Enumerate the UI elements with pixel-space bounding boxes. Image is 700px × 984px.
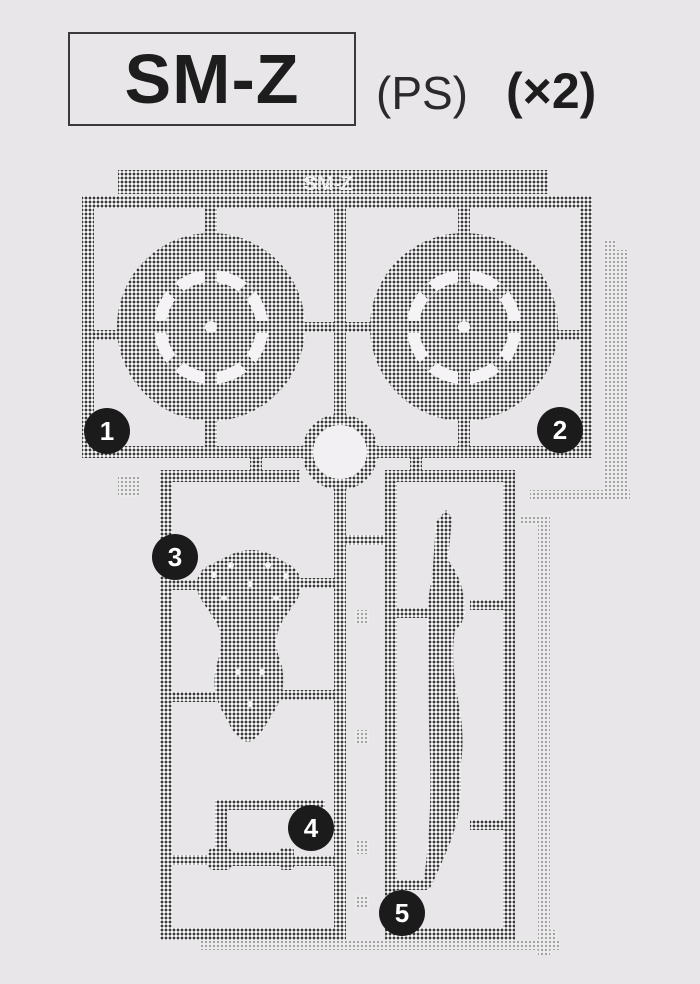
part-number-2: 2 [553, 415, 567, 445]
center-ring-hole [313, 425, 367, 479]
part-number-5: 5 [395, 898, 409, 928]
material-label: (PS) [376, 67, 468, 119]
part-number-3: 3 [168, 542, 182, 572]
part-3-plate [196, 550, 301, 742]
runner-tag-label: SM-Z [304, 173, 353, 195]
part-number-badge-1: 1 [84, 408, 130, 454]
part-number-badge-5: 5 [379, 890, 425, 936]
sprue-code-title: SM-Z [124, 40, 300, 118]
part-number-badge-3: 3 [152, 534, 198, 580]
part-4-bar [208, 848, 294, 870]
quantity-label: (×2) [506, 63, 597, 119]
sprue-shadow [118, 240, 630, 955]
runner-tag: SM-Z [118, 170, 548, 195]
part-number-4: 4 [304, 813, 319, 843]
part-number-1: 1 [100, 416, 114, 446]
part-5-blade [424, 510, 465, 888]
sprue-frame [82, 196, 592, 940]
part-2-wheel [370, 233, 558, 421]
title-box: SM-Z [68, 32, 356, 126]
part-1-wheel [117, 233, 305, 421]
part-number-badge-4: 4 [288, 805, 334, 851]
part-number-badge-2: 2 [537, 407, 583, 453]
